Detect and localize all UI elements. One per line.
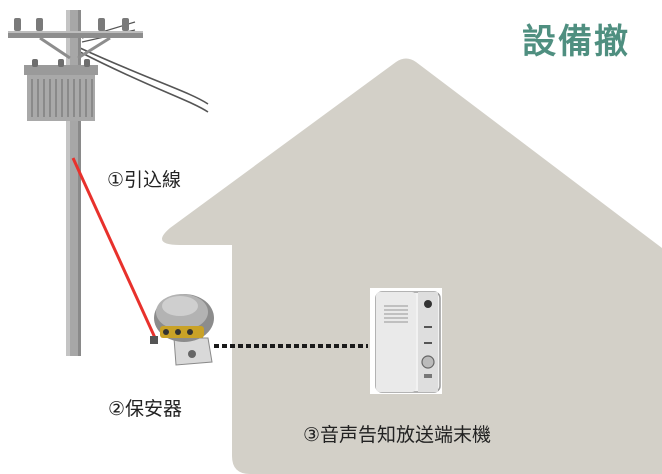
utility-pole: [8, 10, 209, 356]
house-shape: [162, 58, 662, 474]
page-title: 設備撤: [522, 22, 630, 62]
drop-wire-label: ①引込線: [107, 169, 182, 191]
terminal-device: [370, 288, 442, 394]
terminal-label: ③音声告知放送端末機: [303, 424, 492, 446]
drop-wire-line: [71, 157, 158, 341]
protector-label: ②保安器: [108, 398, 183, 420]
protector-device: [150, 294, 214, 366]
